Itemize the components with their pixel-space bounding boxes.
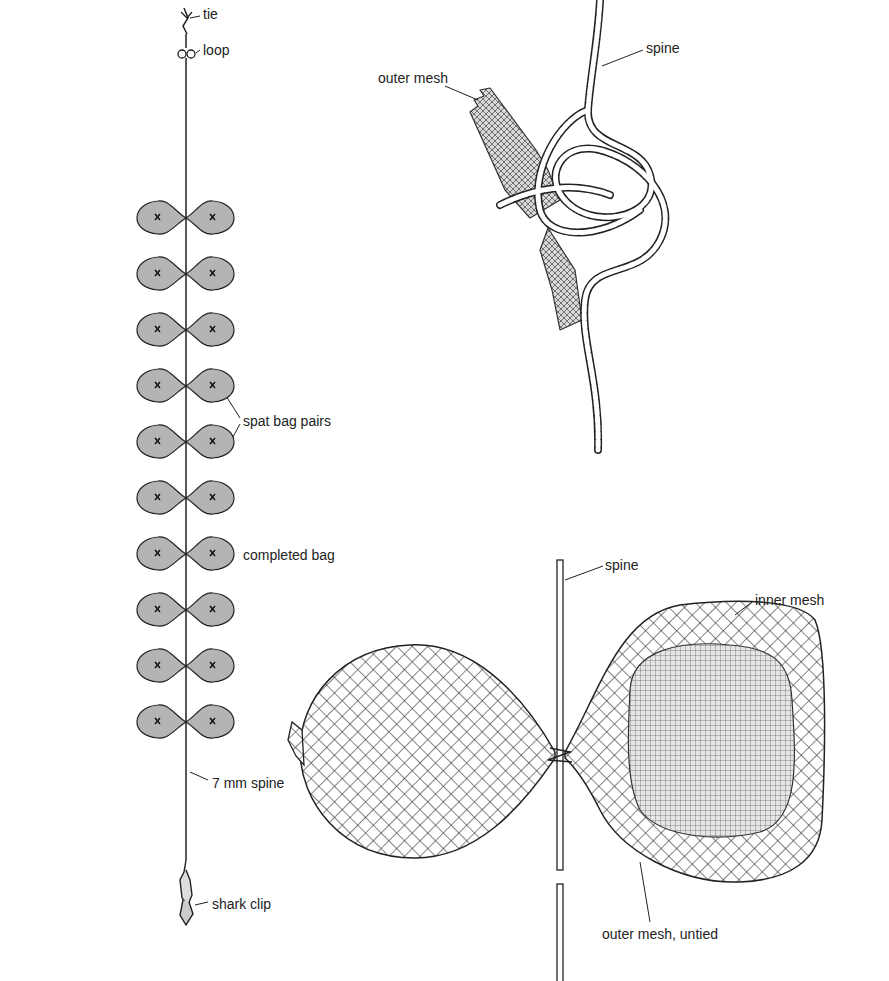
spat-bag — [137, 369, 186, 402]
part-label: completed bag — [243, 547, 335, 563]
spat-bag — [137, 425, 186, 458]
bag-tie — [210, 494, 215, 500]
bag-tie — [155, 326, 160, 332]
bag-tie — [155, 494, 160, 500]
spat-bag — [137, 705, 186, 738]
part-label: spine — [605, 557, 638, 573]
bag-tie — [210, 550, 215, 556]
spat-bag — [137, 537, 186, 570]
part-label: shark clip — [212, 896, 271, 912]
spat-bag — [137, 257, 186, 290]
spat-bag — [186, 593, 234, 626]
bag-tie — [155, 718, 160, 724]
knot-detail — [470, 0, 665, 450]
bag-tie — [210, 382, 215, 388]
bag-tie — [155, 214, 160, 220]
part-label: inner mesh — [755, 592, 824, 608]
spat-bag — [186, 369, 234, 402]
spat-bag — [186, 481, 234, 514]
bag-tie — [155, 606, 160, 612]
bag-tie — [210, 326, 215, 332]
spat-bag — [137, 481, 186, 514]
bag-tie — [210, 270, 215, 276]
spat-bag-pairs — [137, 201, 234, 738]
part-label: spine — [646, 40, 679, 56]
bag-tie — [155, 382, 160, 388]
bag-tie — [155, 550, 160, 556]
part-label: tie — [203, 6, 218, 22]
bag-detail — [288, 560, 825, 981]
spat-bag — [186, 537, 234, 570]
bag-tie — [210, 606, 215, 612]
leader-line — [445, 86, 478, 100]
bag-tie — [155, 270, 160, 276]
bag-tie — [210, 662, 215, 668]
bag-tie — [210, 718, 215, 724]
part-label: outer mesh, untied — [602, 926, 718, 942]
spat-bag — [186, 257, 234, 290]
spat-bag — [186, 649, 234, 682]
leader-line — [602, 50, 643, 66]
part-label: 7 mm spine — [212, 775, 284, 791]
bag-tie — [155, 662, 160, 668]
spat-bag — [186, 425, 234, 458]
spat-bag — [186, 201, 234, 234]
spat-bag — [186, 705, 234, 738]
spat-bag — [137, 593, 186, 626]
bag-tie — [155, 438, 160, 444]
part-label: loop — [203, 42, 229, 58]
spat-bag — [137, 201, 186, 234]
spat-bag — [186, 313, 234, 346]
spat-bag — [137, 313, 186, 346]
bag-tie — [210, 214, 215, 220]
part-label: spat bag pairs — [243, 413, 331, 429]
part-label: outer mesh — [378, 70, 448, 86]
spat-bag — [137, 649, 186, 682]
bag-tie — [210, 438, 215, 444]
